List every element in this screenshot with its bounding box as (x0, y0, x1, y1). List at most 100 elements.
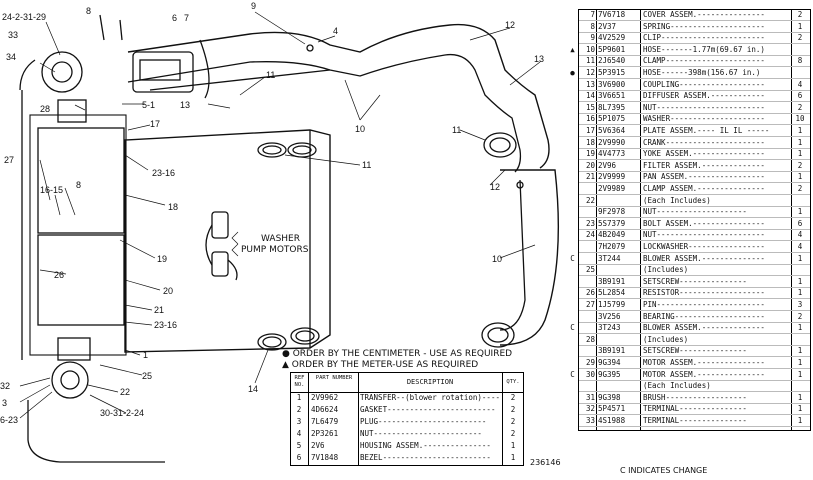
description-cell: (Includes) (643, 334, 689, 344)
quantity-cell: 2 (510, 429, 516, 438)
ref-cell: 4 (296, 429, 302, 438)
washer-pump-motor-1 (211, 211, 229, 239)
ref-cell: 31 (585, 392, 595, 402)
description-cell: SETSCREW--------------- (643, 276, 747, 286)
quantity-cell: 1 (510, 453, 516, 462)
quantity-cell: 1 (797, 172, 803, 182)
description-cell: BEZEL------------------------ (360, 453, 491, 462)
diffuser-top-1 (257, 142, 287, 158)
callout: 14 (248, 384, 258, 394)
header-qty: QTY. (506, 379, 520, 385)
ref-cell: 12 (585, 68, 595, 77)
callout: 32 (0, 381, 10, 391)
quantity-cell: 2 (797, 160, 803, 170)
description-cell: NUT-------------------- (643, 207, 747, 217)
part-number-cell: 3V256 (598, 311, 621, 321)
ref-cell: 13 (585, 79, 595, 89)
description-cell: (Each Includes) (643, 381, 711, 391)
centimeter-order-note: ● ORDER BY THE CENTIMETER - USE AS REQUI… (282, 349, 513, 359)
description-cell: CLIP----------------------- (643, 33, 765, 43)
table-header: REF NO. PART NUMBER DESCRIPTION QTY. (291, 373, 523, 393)
part-number-cell: 9G394 (598, 358, 621, 367)
part-number-cell: 2J6540 (598, 56, 626, 66)
callout: 24-2-31-29 (2, 12, 46, 22)
diffuser-bottom-1 (257, 333, 287, 351)
ref-cell: 6 (296, 453, 302, 462)
part-number-cell: 5P4571 (598, 404, 626, 414)
quantity-cell: 2 (510, 405, 516, 414)
ref-cell: 10 (585, 44, 595, 54)
blower-upper-box (37, 127, 125, 234)
quantity-cell: 1 (797, 276, 803, 286)
description-cell: LOCKWASHER----------------- (643, 242, 765, 251)
ref-cell: 22 (585, 195, 595, 205)
description-cell: BEARING-------------------- (643, 311, 765, 321)
table-row: 25(Includes) (579, 265, 810, 277)
callout: 6-23 (0, 415, 18, 425)
part-number-cell: 9F2978 (598, 207, 626, 217)
callout: 10 (355, 124, 365, 134)
table-row: (Each Includes) (579, 381, 810, 393)
callout: 3 (2, 398, 7, 408)
header-ref: REF NO. (294, 375, 305, 388)
callout: 4 (333, 26, 338, 36)
ref-cell: 18 (585, 137, 595, 147)
callout: 8 (86, 6, 91, 16)
callout: 11 (452, 125, 461, 135)
quantity-cell: 1 (797, 149, 803, 159)
change-mark: ▲ (570, 44, 575, 54)
part-number-cell: 4D6624 (311, 405, 339, 414)
ref-cell: 19 (585, 149, 595, 159)
callout: 11 (362, 160, 371, 170)
description-cell: NUT------------------------ (643, 102, 765, 112)
ref-cell: 21 (585, 172, 595, 182)
description-cell: PLATE ASSEM.---- IL IL ----- (643, 126, 770, 135)
ref-cell: 24 (585, 230, 595, 240)
part-number-cell: 2V9989 (598, 184, 626, 193)
cover-assembly (132, 51, 194, 93)
quantity-cell: 1 (797, 346, 803, 356)
blower-lower-box (37, 234, 125, 326)
ref-cell: 16 (585, 114, 595, 124)
callout: 6 (172, 13, 177, 23)
part-number-cell: 9G395 (598, 369, 621, 379)
drawing-number: 236146 (530, 458, 561, 467)
meter-order-note: ▲ ORDER BY THE METER-USE AS REQUIRED (282, 360, 479, 370)
quantity-cell: 6 (797, 91, 803, 101)
callout: 19 (157, 254, 167, 264)
table-row: 22(Each Includes) (579, 196, 810, 207)
description-cell: GASKET------------------------ (360, 405, 496, 414)
callout: 34 (6, 52, 16, 62)
part-number-cell: 5L2854 (598, 288, 626, 298)
quantity-cell: 1 (797, 358, 803, 367)
change-mark: C (570, 253, 575, 263)
quantity-cell: 6 (797, 218, 803, 228)
quantity-cell: 1 (797, 288, 803, 298)
washer-pump-label-2: PUMP MOTORS (241, 245, 309, 255)
ref-cell: 20 (585, 160, 595, 170)
description-cell: BLOWER ASSEM.-------------- (643, 253, 765, 263)
part-number-cell: 3B9191 (598, 346, 626, 356)
description-cell: DIFFUSER ASSEM.------------ (643, 91, 765, 101)
description-cell: NUT------------------------ (360, 429, 482, 438)
change-mark: ● (570, 68, 575, 77)
description-cell: HOSE-------1.77m(69.67 in.) (643, 44, 765, 54)
callout: 27 (4, 155, 14, 165)
part-number-cell: 5P9601 (598, 44, 626, 54)
part-number-cell: 5V6364 (598, 126, 626, 135)
